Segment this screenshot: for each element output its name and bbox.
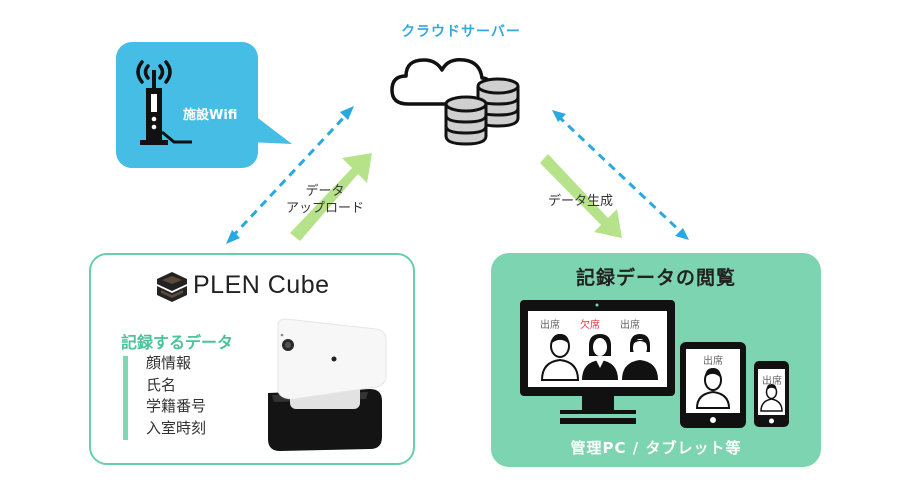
wifi-label: 施設Wifi bbox=[183, 108, 238, 123]
viewing-title: 記録データの閲覧 bbox=[575, 267, 736, 289]
plen-cube-title: PLEN Cube bbox=[193, 271, 330, 299]
sync-arrow-right bbox=[552, 110, 689, 240]
recorded-data-accent-bar bbox=[123, 356, 128, 440]
recorded-data-heading: 記録するデータ bbox=[121, 333, 234, 352]
upload-arrow bbox=[290, 153, 372, 241]
viewing-caption: 管理PC / タブレット等 bbox=[570, 439, 742, 457]
monitor-status-1: 出席 bbox=[540, 320, 560, 331]
recorded-data-item: 学籍番号 bbox=[146, 397, 207, 415]
cloud-server-title: クラウドサーバー bbox=[401, 24, 521, 40]
recorded-data-item: 氏名 bbox=[146, 375, 177, 394]
upload-label: データ アップロード bbox=[286, 183, 364, 217]
recorded-data-item: 入室時刻 bbox=[146, 418, 207, 437]
upload-label-line1: データ bbox=[305, 184, 345, 199]
upload-label-line2: アップロード bbox=[286, 201, 365, 216]
plen-cube-device-image bbox=[268, 318, 387, 451]
tablet-status: 出席 bbox=[703, 356, 723, 367]
recorded-data-item: 顔情報 bbox=[146, 354, 192, 372]
monitor-status-2: 欠席 bbox=[580, 320, 600, 331]
smartphone-icon bbox=[754, 361, 789, 427]
monitor-icon bbox=[520, 300, 675, 424]
tablet-icon bbox=[680, 342, 746, 428]
plen-cube-logo-icon bbox=[157, 272, 187, 302]
sync-arrow-left bbox=[226, 106, 354, 244]
generate-label: データ生成 bbox=[548, 194, 614, 209]
phone-status: 出席 bbox=[762, 376, 782, 387]
generate-arrow bbox=[540, 154, 622, 238]
cloud-database-icon bbox=[390, 57, 520, 146]
monitor-status-3: 出席 bbox=[620, 320, 640, 331]
wifi-router-icon bbox=[136, 60, 192, 145]
recorded-data-list: 顔情報 氏名 学籍番号 入室時刻 bbox=[146, 353, 206, 439]
